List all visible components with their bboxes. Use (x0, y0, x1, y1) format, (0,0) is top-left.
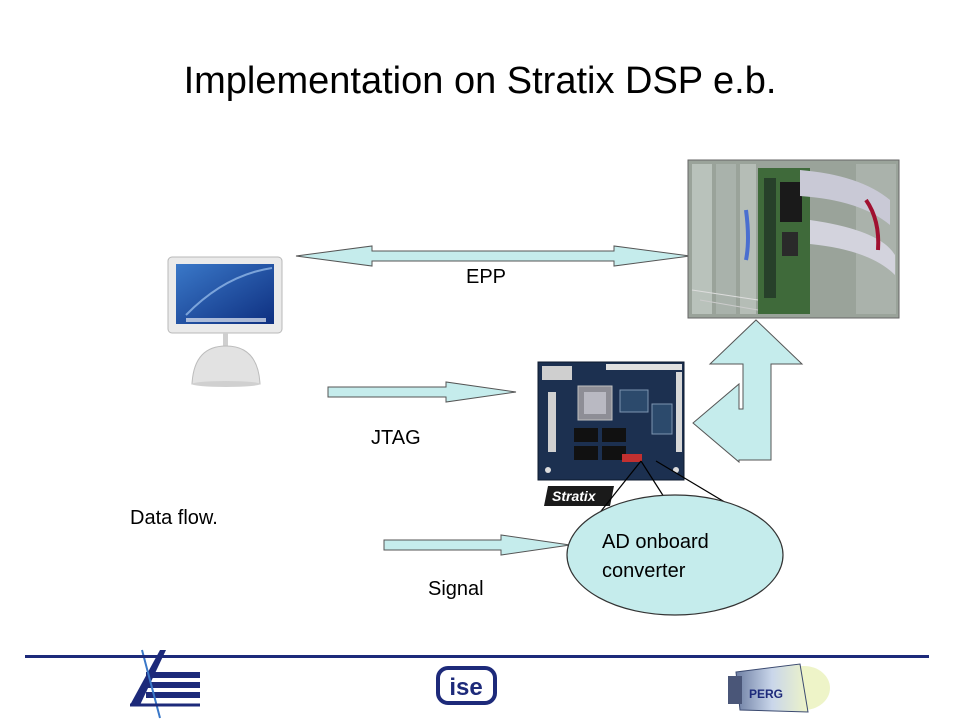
perg-logo: PERG (728, 663, 830, 713)
stratix-board-photo: Stratix (537, 361, 685, 506)
stratix-logo-text: Stratix (552, 488, 597, 504)
perg-logo-text: PERG (749, 687, 783, 701)
ise-logo-text: ise (449, 674, 482, 701)
board-to-rack-arrow (692, 319, 804, 464)
slide-title: Implementation on Stratix DSP e.b. (183, 60, 777, 102)
ise-logo: ise (436, 666, 497, 705)
ad-converter-label-line2: converter (602, 560, 686, 582)
footer-divider (25, 655, 929, 658)
jtag-label: JTAG (371, 427, 421, 449)
signal-arrow (383, 534, 571, 556)
rack-photo (687, 159, 900, 319)
signal-label: Signal (428, 578, 484, 600)
computer-icon (167, 256, 283, 387)
data-flow-label: Data flow. (130, 507, 218, 529)
epp-label: EPP (466, 266, 507, 288)
ad-converter-label: AD onboard converter (602, 528, 709, 586)
ad-converter-ellipse (566, 494, 784, 616)
callout-line (640, 460, 665, 498)
epp-arrow (295, 245, 691, 267)
jtag-arrow (327, 381, 517, 403)
ad-converter-label-line1: AD onboard (602, 531, 709, 553)
left-institute-logo (130, 649, 200, 719)
